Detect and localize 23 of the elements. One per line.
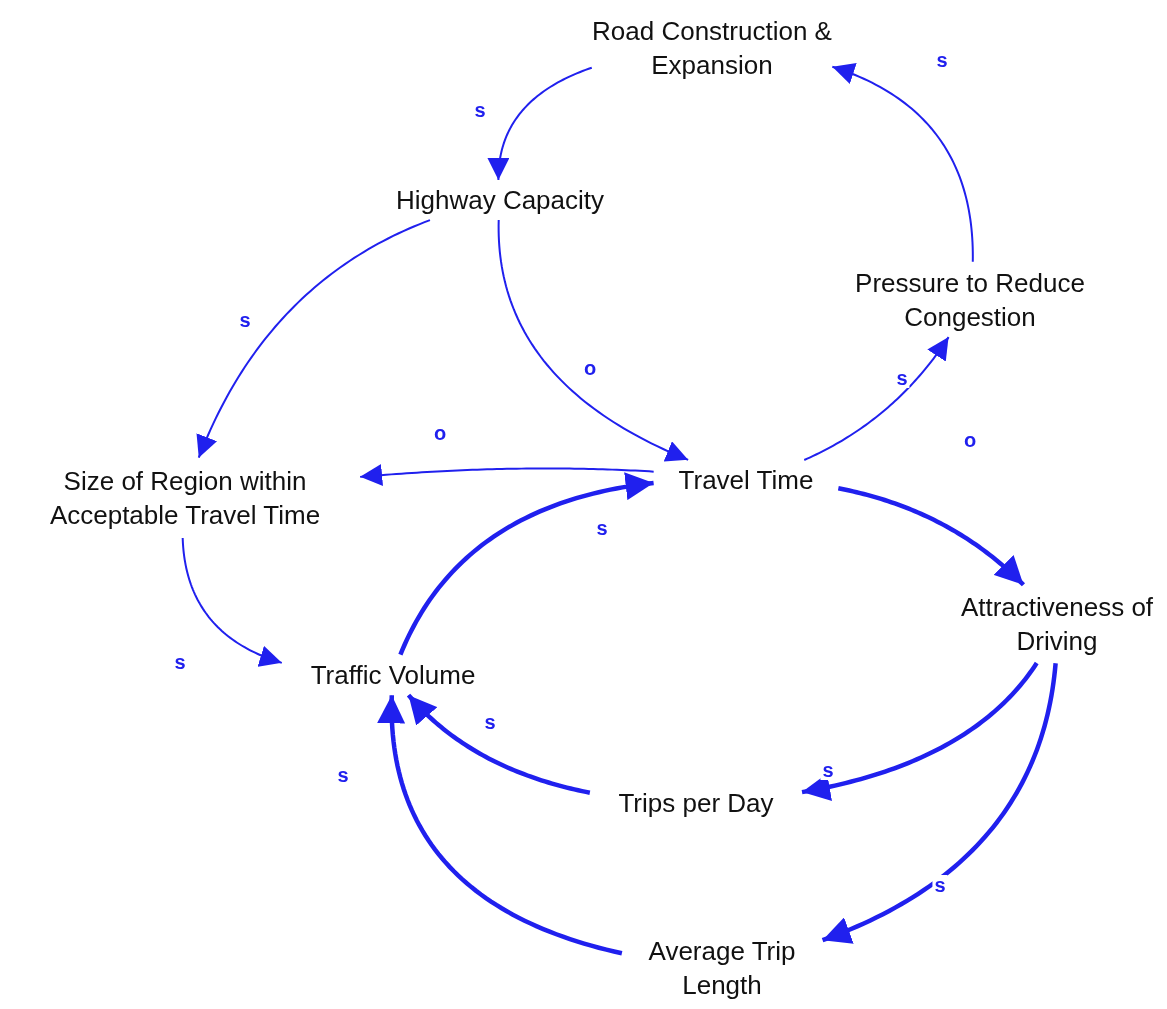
variable-label: Traffic Volume: [282, 655, 504, 695]
variable-label: Attractiveness of Driving: [950, 585, 1164, 663]
causal-arrow: [359, 464, 655, 486]
causal-arrow: [497, 219, 690, 462]
causal-arrow: [406, 693, 591, 795]
variable-label: Pressure to Reduce Congestion: [830, 262, 1110, 337]
causal-arrow: [803, 336, 950, 461]
variable-label: Highway Capacity: [362, 180, 638, 220]
causal-arrow: [487, 66, 593, 181]
causal-arrow: [181, 537, 283, 667]
causal-arrow: [196, 219, 431, 459]
variable-label: Trips per Day: [590, 783, 802, 823]
variable-label: Average Trip Length: [622, 930, 822, 1005]
polarity-label: s: [932, 875, 948, 895]
variable-label: Size of Region within Acceptable Travel Time: [10, 458, 360, 538]
variable-label: Road Construction & Expansion: [592, 10, 832, 85]
variable-label: Travel Time: [654, 460, 838, 500]
causal-arrow: [837, 486, 1026, 587]
causal-arrow: [801, 661, 1039, 802]
causal-arrow: [831, 63, 974, 263]
causal-arrow: [377, 695, 623, 956]
causal-arrow: [821, 663, 1058, 944]
causal-arrow: [398, 472, 654, 656]
